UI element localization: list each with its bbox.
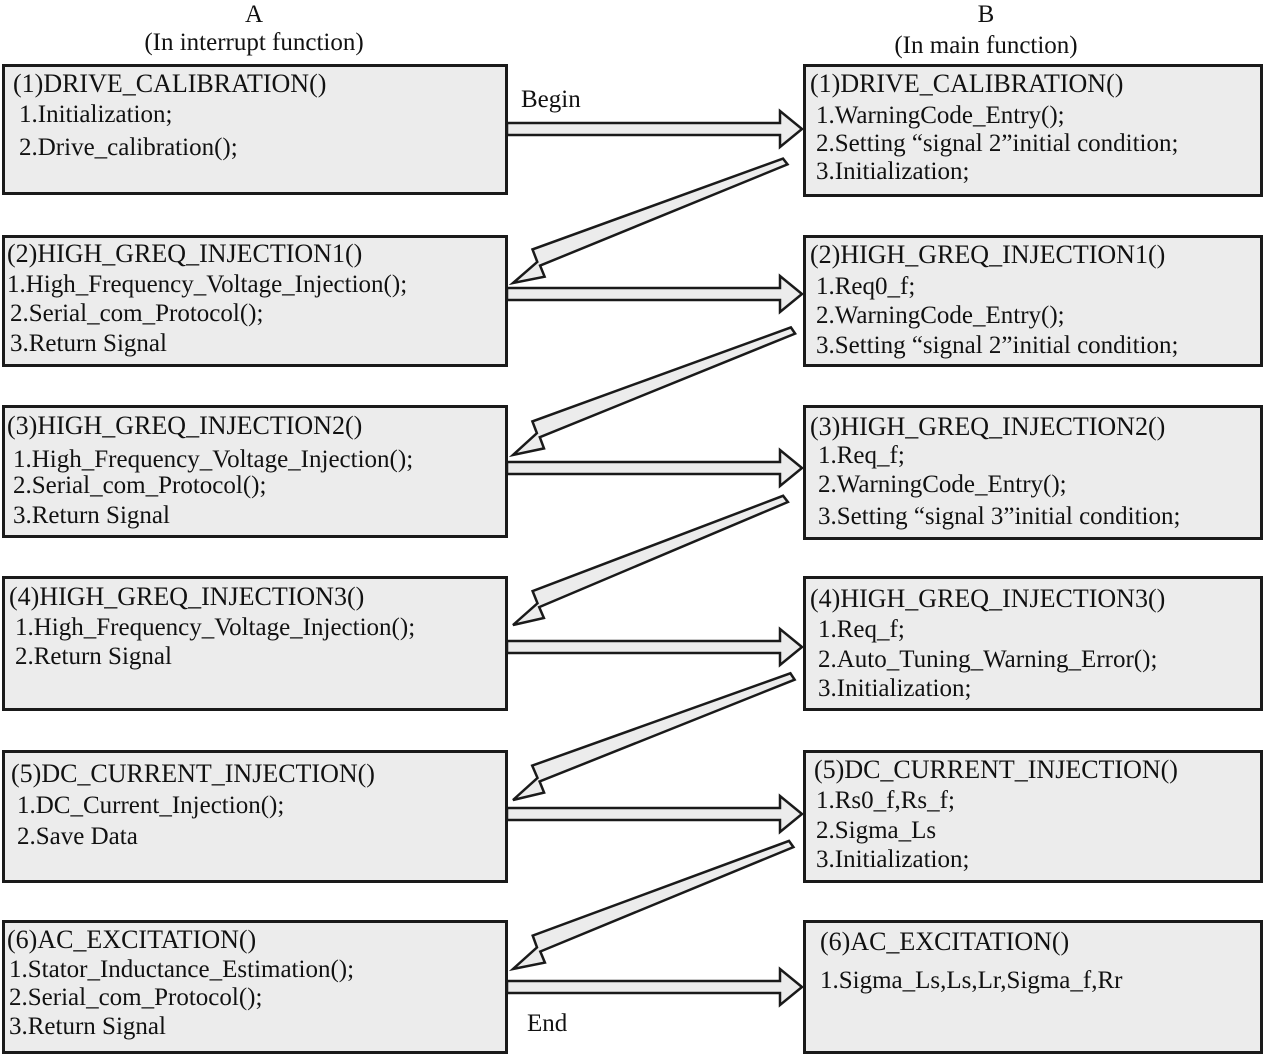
arrow-a6-to-b6 (505, 966, 804, 1008)
box-b5-line-2: 2.Sigma_Ls (816, 817, 937, 844)
box-a1: (1)DRIVE_CALIBRATION() 1.Initialization;… (2, 64, 508, 195)
box-b2: (2)HIGH_GREQ_INJECTION1() 1.Req0_f; 2.Wa… (803, 235, 1263, 367)
box-b4-line-3: 3.Initialization; (818, 675, 972, 702)
box-a3-line-3: 3.Return Signal (13, 502, 170, 529)
column-a-subtitle: (In interrupt function) (144, 29, 364, 56)
end-label: End (527, 1010, 568, 1037)
column-b-letter: B (977, 1, 995, 28)
box-b2-line-1: 1.Req0_f; (816, 273, 916, 300)
box-a6-line-1: 1.Stator_Inductance_Estimation(); (9, 956, 355, 983)
box-a5: (5)DC_CURRENT_INJECTION() 1.DC_Current_I… (2, 750, 508, 883)
arrow-a5-to-b5 (505, 793, 804, 835)
box-a1-title: (1)DRIVE_CALIBRATION() (13, 69, 327, 98)
box-a5-line-1: 1.DC_Current_Injection(); (17, 792, 285, 819)
arrow-b4-to-a5 (512, 671, 797, 802)
box-a3-title: (3)HIGH_GREQ_INJECTION2() (7, 411, 363, 440)
box-a3-line-1: 1.High_Frequency_Voltage_Injection(); (13, 446, 414, 473)
column-b-subtitle: (In main function) (894, 32, 1078, 59)
box-b4-line-1: 1.Req_f; (818, 616, 905, 643)
box-b3: (3)HIGH_GREQ_INJECTION2() 1.Req_f; 2.War… (803, 405, 1263, 540)
column-a-letter: A (244, 1, 264, 28)
box-b3-line-3: 3.Setting “signal 3”initial condition; (818, 503, 1181, 530)
box-a1-line-1: 1.Initialization; (19, 101, 173, 128)
arrow-a4-to-b4 (505, 626, 804, 668)
box-a2-title: (2)HIGH_GREQ_INJECTION1() (7, 239, 363, 268)
box-a6-line-3: 3.Return Signal (9, 1013, 166, 1040)
box-b3-title: (3)HIGH_GREQ_INJECTION2() (810, 412, 1166, 441)
box-a2: (2)HIGH_GREQ_INJECTION1() 1.High_Frequen… (2, 235, 508, 367)
begin-label: Begin (521, 86, 581, 113)
box-b1-line-1: 1.WarningCode_Entry(); (816, 102, 1065, 129)
box-b5-title: (5)DC_CURRENT_INJECTION() (814, 755, 1178, 784)
box-b5-line-3: 3.Initialization; (816, 846, 970, 873)
box-b6-title: (6)AC_EXCITATION() (820, 927, 1070, 956)
box-a4-line-1: 1.High_Frequency_Voltage_Injection(); (15, 614, 416, 641)
box-a6-title: (6)AC_EXCITATION() (7, 925, 257, 954)
arrow-b3-to-a4 (512, 494, 790, 627)
box-a4: (4)HIGH_GREQ_INJECTION3() 1.High_Frequen… (2, 576, 508, 711)
box-b6-line-1: 1.Sigma_Ls,Ls,Lr,Sigma_f,Rr (820, 967, 1123, 994)
box-a3-line-2: 2.Serial_com_Protocol(); (13, 472, 267, 499)
box-b6: (6)AC_EXCITATION() 1.Sigma_Ls,Ls,Lr,Sigm… (803, 920, 1263, 1054)
box-a2-line-3: 3.Return Signal (10, 330, 167, 357)
box-a6: (6)AC_EXCITATION() 1.Stator_Inductance_E… (2, 920, 508, 1054)
box-a6-line-2: 2.Serial_com_Protocol(); (9, 984, 263, 1011)
box-b1-title: (1)DRIVE_CALIBRATION() (810, 69, 1124, 98)
arrow-b5-to-a6 (508, 839, 796, 972)
box-b1: (1)DRIVE_CALIBRATION() 1.WarningCode_Ent… (803, 64, 1263, 197)
box-b2-line-3: 3.Setting “signal 2”initial condition; (816, 332, 1179, 359)
box-a4-line-2: 2.Return Signal (15, 643, 172, 670)
box-a5-line-2: 2.Save Data (17, 823, 138, 850)
box-a3: (3)HIGH_GREQ_INJECTION2() 1.High_Frequen… (2, 405, 508, 538)
box-a4-title: (4)HIGH_GREQ_INJECTION3() (9, 582, 365, 611)
box-a5-title: (5)DC_CURRENT_INJECTION() (11, 759, 375, 788)
box-b5-line-1: 1.Rs0_f,Rs_f; (816, 787, 955, 814)
box-b2-line-2: 2.WarningCode_Entry(); (816, 302, 1065, 329)
arrow-a1-to-b1 (505, 108, 804, 150)
box-b1-line-2: 2.Setting “signal 2”initial condition; (816, 130, 1179, 157)
box-b5: (5)DC_CURRENT_INJECTION() 1.Rs0_f,Rs_f; … (803, 750, 1263, 883)
box-b4-line-2: 2.Auto_Tuning_Warning_Error(); (818, 646, 1158, 673)
box-a2-line-1: 1.High_Frequency_Voltage_Injection(); (7, 271, 408, 298)
box-b4: (4)HIGH_GREQ_INJECTION3() 1.Req_f; 2.Aut… (803, 576, 1263, 711)
arrow-b2-to-a3 (508, 325, 798, 458)
box-b3-line-2: 2.WarningCode_Entry(); (818, 471, 1067, 498)
arrow-b1-to-a2 (508, 157, 790, 286)
box-b4-title: (4)HIGH_GREQ_INJECTION3() (810, 584, 1166, 613)
arrow-a2-to-b2 (505, 273, 804, 315)
box-b1-line-3: 3.Initialization; (816, 158, 970, 185)
box-a1-line-2: 2.Drive_calibration(); (19, 134, 238, 161)
box-a2-line-2: 2.Serial_com_Protocol(); (10, 300, 264, 327)
box-b3-line-1: 1.Req_f; (818, 442, 905, 469)
box-b2-title: (2)HIGH_GREQ_INJECTION1() (810, 240, 1166, 269)
arrow-a3-to-b3 (505, 447, 804, 489)
